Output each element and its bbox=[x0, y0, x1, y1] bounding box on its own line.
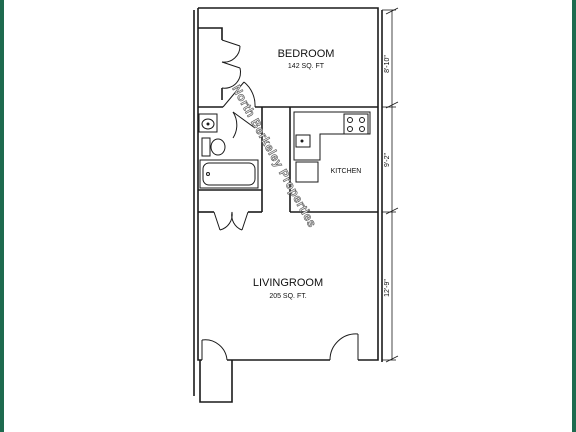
toilet bbox=[201, 137, 226, 157]
livingroom-area: 205 SQ. FT. bbox=[269, 293, 306, 300]
frame-left bbox=[0, 0, 4, 432]
bathroom-door bbox=[232, 111, 256, 139]
bathtub bbox=[199, 159, 259, 189]
balcony-door bbox=[201, 339, 228, 361]
hall-closet-doors bbox=[213, 211, 249, 231]
kitchen-fixtures bbox=[293, 111, 371, 183]
bedroom-dimension: 8'-10" bbox=[384, 55, 391, 73]
entry-door bbox=[329, 333, 359, 361]
watermark: North Berkeley Properties bbox=[229, 83, 319, 230]
bedroom-door bbox=[222, 81, 256, 108]
kitchen-name: KITCHEN bbox=[331, 168, 362, 175]
bedroom-closet-doors bbox=[221, 39, 242, 89]
dimension-lines bbox=[382, 7, 399, 363]
kitchen-dimension: 9'-2" bbox=[384, 153, 391, 167]
livingroom-dimension: 12'-9" bbox=[384, 279, 391, 297]
bedroom-area: 142 SQ. FT bbox=[288, 63, 325, 70]
livingroom-name: LIVINGROOM bbox=[253, 277, 323, 289]
bathroom-sink bbox=[198, 113, 218, 133]
walls bbox=[193, 7, 383, 403]
frame-right bbox=[572, 0, 576, 432]
bedroom-name: BEDROOM bbox=[278, 48, 335, 60]
